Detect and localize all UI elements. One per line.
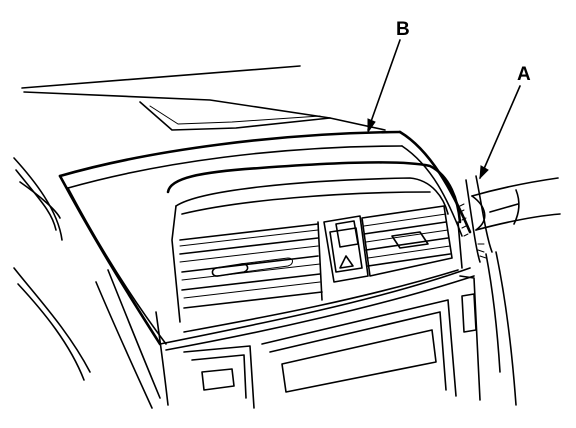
callout-b-label: B <box>396 19 410 40</box>
hazard-triangle-icon <box>339 255 354 269</box>
callout-a-label: A <box>517 64 531 85</box>
center-display <box>281 329 437 393</box>
callout-a-arrowhead <box>479 165 489 180</box>
lower-left-switch <box>201 368 235 391</box>
left-side-panel <box>13 157 169 409</box>
callout-b-arrowhead <box>367 118 376 134</box>
side-trim-clips <box>459 175 493 263</box>
callout-b: B <box>367 19 410 134</box>
lower-console <box>183 275 481 409</box>
defroster-vent <box>139 101 331 131</box>
windshield-edge <box>21 65 386 131</box>
right-vent-louvers <box>361 205 453 277</box>
callout-a: A <box>479 64 531 180</box>
hazard-switch <box>323 215 369 283</box>
center-vent-housing <box>166 161 463 333</box>
right-dash-edge <box>485 251 517 406</box>
vent-adjuster-knob <box>211 257 293 277</box>
trim-removal-tool <box>471 177 561 231</box>
left-vent-louvers <box>179 221 323 309</box>
